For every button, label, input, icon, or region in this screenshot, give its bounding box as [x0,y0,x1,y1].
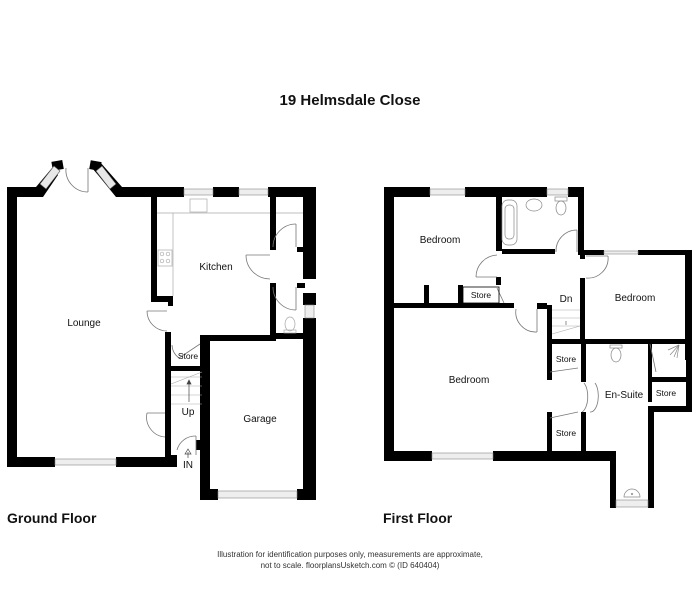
room-label-bedroom-2: Bedroom [615,293,656,304]
disclaimer: Illustration for identification purposes… [0,549,700,571]
room-label-garage: Garage [243,414,277,425]
first-floor-plan [384,187,692,508]
room-label-store-2: Store [556,428,577,438]
disclaimer-line-1: Illustration for identification purposes… [217,550,483,559]
room-label-kitchen: Kitchen [199,262,232,273]
room-label-bedroom-3: Bedroom [449,375,490,386]
disclaimer-line-2: not to scale. floorplansUsketch.com © (I… [260,561,440,570]
room-label-ensuite: En-Suite [605,390,644,401]
room-label-store-ensuite: Store [656,388,677,398]
ground-floor-plan [7,160,316,500]
ground-floor-label: Ground Floor [7,510,97,526]
stairs-up-label: Up [182,407,195,418]
room-label-store-landing: Store [471,290,492,300]
stairs-down-label: Dn [560,294,573,305]
property-title: 19 Helmsdale Close [279,92,421,109]
room-label-store: Store [178,351,199,361]
entrance-label: IN [183,460,193,471]
room-label-store-1: Store [556,354,577,364]
room-label-bedroom-1: Bedroom [420,235,461,246]
room-label-lounge: Lounge [67,318,101,329]
first-floor-label: First Floor [383,510,453,526]
